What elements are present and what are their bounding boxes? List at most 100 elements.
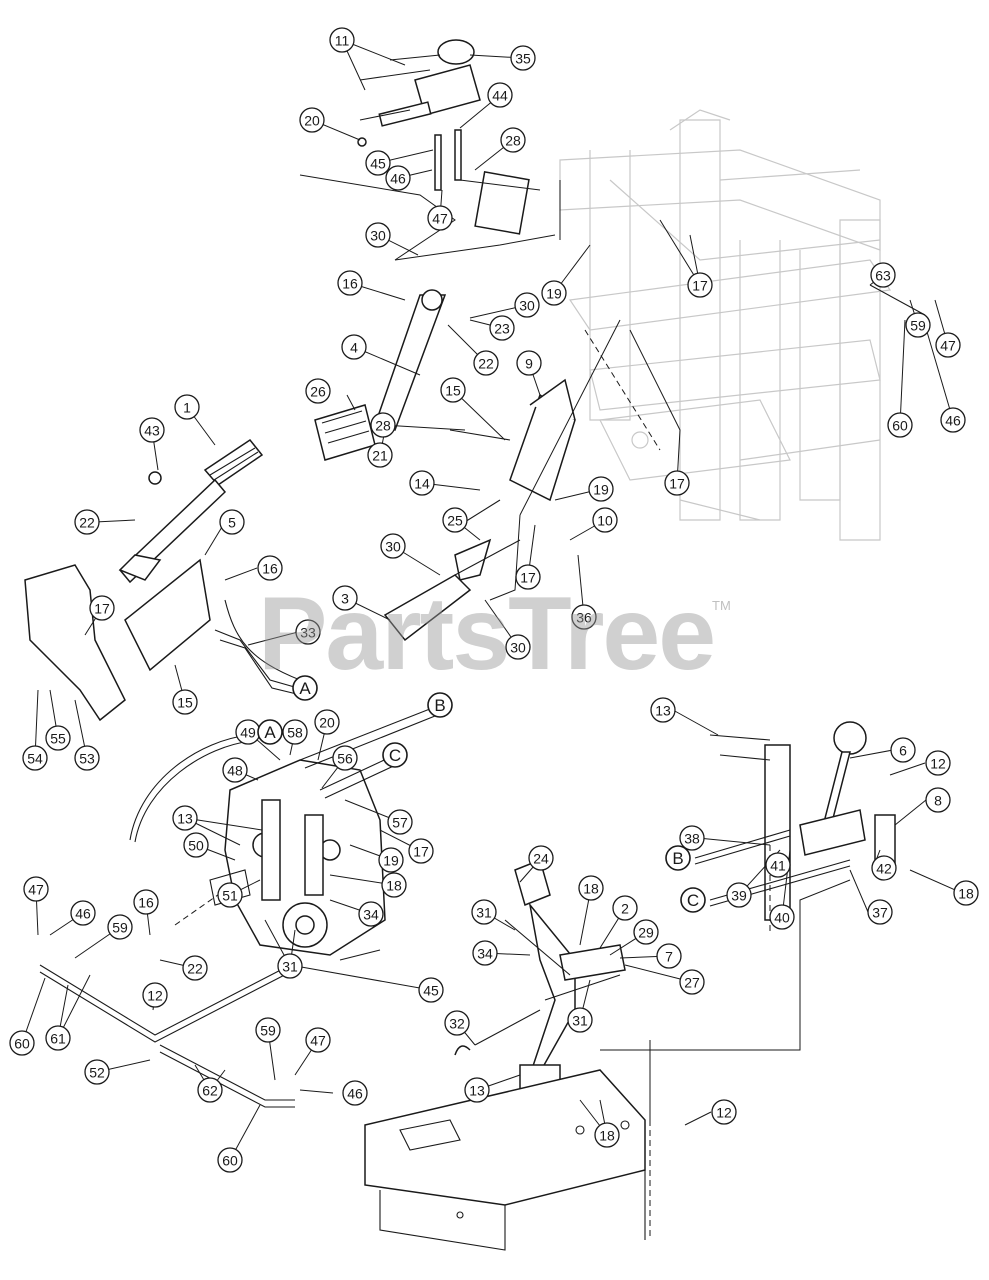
part-callout[interactable]: 19 [378, 847, 404, 873]
part-callout[interactable]: 13 [464, 1077, 490, 1103]
part-callout[interactable]: 47 [23, 876, 49, 902]
part-callout[interactable]: 17 [664, 470, 690, 496]
part-callout[interactable]: 50 [183, 832, 209, 858]
part-callout[interactable]: 40 [769, 904, 795, 930]
part-callout[interactable]: 17 [515, 564, 541, 590]
part-callout[interactable]: 46 [70, 900, 96, 926]
part-callout[interactable]: 19 [588, 476, 614, 502]
part-callout[interactable]: 16 [257, 555, 283, 581]
part-callout[interactable]: 33 [295, 619, 321, 645]
part-callout[interactable]: 18 [381, 872, 407, 898]
part-callout[interactable]: 14 [409, 470, 435, 496]
part-callout[interactable]: 2 [612, 895, 638, 921]
part-callout[interactable]: 30 [365, 222, 391, 248]
part-callout[interactable]: 47 [427, 205, 453, 231]
part-callout[interactable]: 55 [45, 725, 71, 751]
part-callout[interactable]: 22 [473, 350, 499, 376]
part-callout[interactable]: 20 [299, 107, 325, 133]
part-callout[interactable]: 30 [505, 634, 531, 660]
part-callout[interactable]: 28 [500, 127, 526, 153]
part-callout[interactable]: 60 [887, 412, 913, 438]
part-callout[interactable]: 10 [592, 507, 618, 533]
part-callout[interactable]: 20 [314, 709, 340, 735]
part-callout[interactable]: 12 [711, 1099, 737, 1125]
part-callout[interactable]: 60 [217, 1147, 243, 1173]
part-callout[interactable]: 43 [139, 417, 165, 443]
part-callout[interactable]: 26 [305, 378, 331, 404]
part-callout[interactable]: 49 [235, 719, 261, 745]
part-callout[interactable]: 59 [107, 914, 133, 940]
part-callout[interactable]: 59 [905, 312, 931, 338]
part-callout[interactable]: 46 [342, 1080, 368, 1106]
part-callout[interactable]: 24 [528, 845, 554, 871]
part-callout[interactable]: 13 [650, 697, 676, 723]
part-callout[interactable]: 36 [571, 604, 597, 630]
part-callout[interactable]: 21 [367, 442, 393, 468]
part-callout[interactable]: 54 [22, 745, 48, 771]
part-callout[interactable]: 51 [217, 882, 243, 908]
part-callout[interactable]: 19 [541, 280, 567, 306]
part-callout[interactable]: 23 [489, 315, 515, 341]
part-callout[interactable]: 48 [222, 757, 248, 783]
part-callout[interactable]: 62 [197, 1077, 223, 1103]
part-callout[interactable]: 25 [442, 507, 468, 533]
part-callout[interactable]: 12 [142, 982, 168, 1008]
part-callout[interactable]: 45 [418, 977, 444, 1003]
part-callout[interactable]: 6 [890, 737, 916, 763]
part-callout[interactable]: 63 [870, 262, 896, 288]
part-callout[interactable]: 8 [925, 787, 951, 813]
part-callout[interactable]: 22 [74, 509, 100, 535]
part-callout[interactable]: 17 [89, 595, 115, 621]
part-callout[interactable]: 34 [472, 940, 498, 966]
part-callout[interactable]: 4 [341, 334, 367, 360]
part-callout[interactable]: 17 [687, 272, 713, 298]
part-callout[interactable]: 61 [45, 1025, 71, 1051]
part-callout[interactable]: 30 [380, 533, 406, 559]
part-callout[interactable]: 31 [471, 899, 497, 925]
part-callout[interactable]: 16 [133, 889, 159, 915]
part-callout[interactable]: 18 [953, 880, 979, 906]
part-callout[interactable]: 15 [172, 689, 198, 715]
part-callout[interactable]: 47 [305, 1027, 331, 1053]
part-callout[interactable]: 37 [867, 899, 893, 925]
part-callout[interactable]: 7 [656, 943, 682, 969]
part-callout[interactable]: 29 [633, 919, 659, 945]
part-callout[interactable]: 15 [440, 377, 466, 403]
part-callout[interactable]: 45 [365, 150, 391, 176]
part-callout[interactable]: 56 [332, 745, 358, 771]
part-callout[interactable]: 31 [567, 1007, 593, 1033]
part-callout[interactable]: 16 [337, 270, 363, 296]
part-callout[interactable]: 3 [332, 585, 358, 611]
part-callout[interactable]: 30 [514, 292, 540, 318]
part-callout[interactable]: 5 [219, 509, 245, 535]
part-callout[interactable]: 28 [370, 412, 396, 438]
part-callout[interactable]: 46 [385, 165, 411, 191]
part-callout[interactable]: 35 [510, 45, 536, 71]
part-callout[interactable]: 57 [387, 809, 413, 835]
part-callout[interactable]: 53 [74, 745, 100, 771]
part-callout[interactable]: 34 [358, 901, 384, 927]
part-callout[interactable]: 13 [172, 805, 198, 831]
part-callout[interactable]: 58 [282, 719, 308, 745]
part-callout[interactable]: 31 [277, 953, 303, 979]
part-callout[interactable]: 52 [84, 1059, 110, 1085]
part-callout[interactable]: 11 [329, 27, 355, 53]
part-callout[interactable]: 9 [516, 350, 542, 376]
part-callout[interactable]: 47 [935, 332, 961, 358]
part-callout[interactable]: 27 [679, 969, 705, 995]
part-callout[interactable]: 22 [182, 955, 208, 981]
part-callout[interactable]: 39 [726, 882, 752, 908]
part-callout[interactable]: 41 [765, 852, 791, 878]
part-callout[interactable]: 59 [255, 1017, 281, 1043]
part-callout[interactable]: 46 [940, 407, 966, 433]
part-callout[interactable]: 1 [174, 394, 200, 420]
part-callout[interactable]: 42 [871, 855, 897, 881]
part-callout[interactable]: 44 [487, 82, 513, 108]
part-callout[interactable]: 18 [594, 1122, 620, 1148]
part-callout[interactable]: 17 [408, 838, 434, 864]
part-callout[interactable]: 18 [578, 875, 604, 901]
part-callout[interactable]: 32 [444, 1010, 470, 1036]
part-callout[interactable]: 12 [925, 750, 951, 776]
part-callout[interactable]: 38 [679, 825, 705, 851]
part-callout[interactable]: 60 [9, 1030, 35, 1056]
